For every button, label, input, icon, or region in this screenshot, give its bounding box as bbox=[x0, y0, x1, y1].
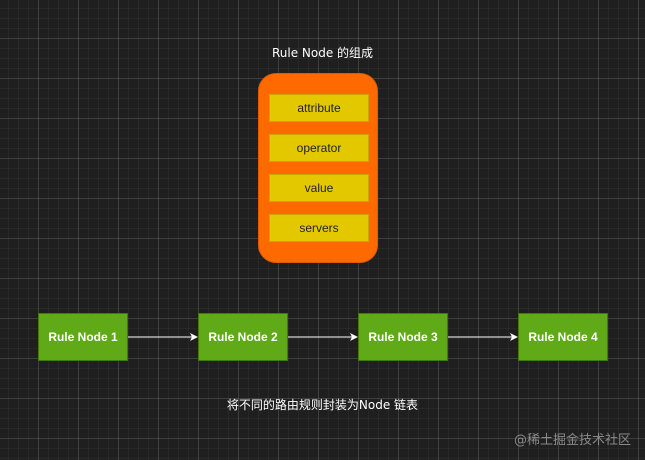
field-operator: operator bbox=[269, 134, 369, 162]
rule-node-2: Rule Node 2 bbox=[198, 313, 288, 361]
field-attribute: attribute bbox=[269, 94, 369, 122]
diagram-title: Rule Node 的组成 bbox=[271, 46, 374, 60]
rule-node-3: Rule Node 3 bbox=[358, 313, 448, 361]
diagram-caption: 将不同的路由规则封装为Node 链表 bbox=[226, 398, 419, 412]
rule-node-1: Rule Node 1 bbox=[38, 313, 128, 361]
field-value: value bbox=[269, 174, 369, 202]
rule-node-4: Rule Node 4 bbox=[518, 313, 608, 361]
rule-node-composition-container: attribute operator value servers bbox=[258, 73, 378, 263]
watermark: @稀土掘金技术社区 bbox=[513, 433, 631, 448]
field-servers: servers bbox=[269, 214, 369, 242]
